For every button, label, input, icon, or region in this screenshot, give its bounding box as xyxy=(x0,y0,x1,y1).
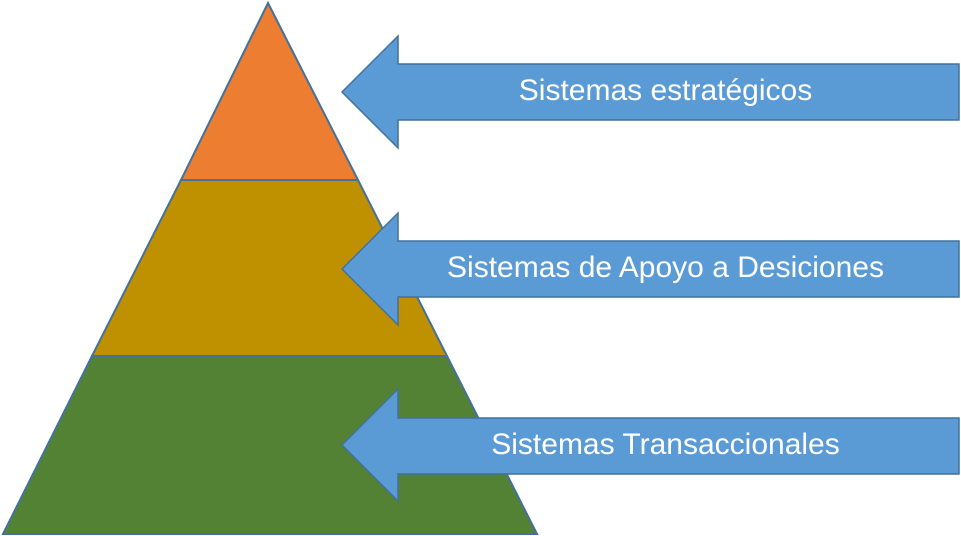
arrow-decision-support xyxy=(340,211,960,327)
arrow-strategic xyxy=(340,34,960,150)
label-transactional: Sistemas Transaccionales xyxy=(491,428,840,461)
label-strategic: Sistemas estratégicos xyxy=(518,74,813,107)
pyramid-level-bottom xyxy=(1,355,539,535)
arrow-transactional xyxy=(340,387,960,503)
pyramid-level-top xyxy=(179,0,360,181)
label-decision-support: Sistemas de Apoyo a Desiciones xyxy=(447,251,884,284)
